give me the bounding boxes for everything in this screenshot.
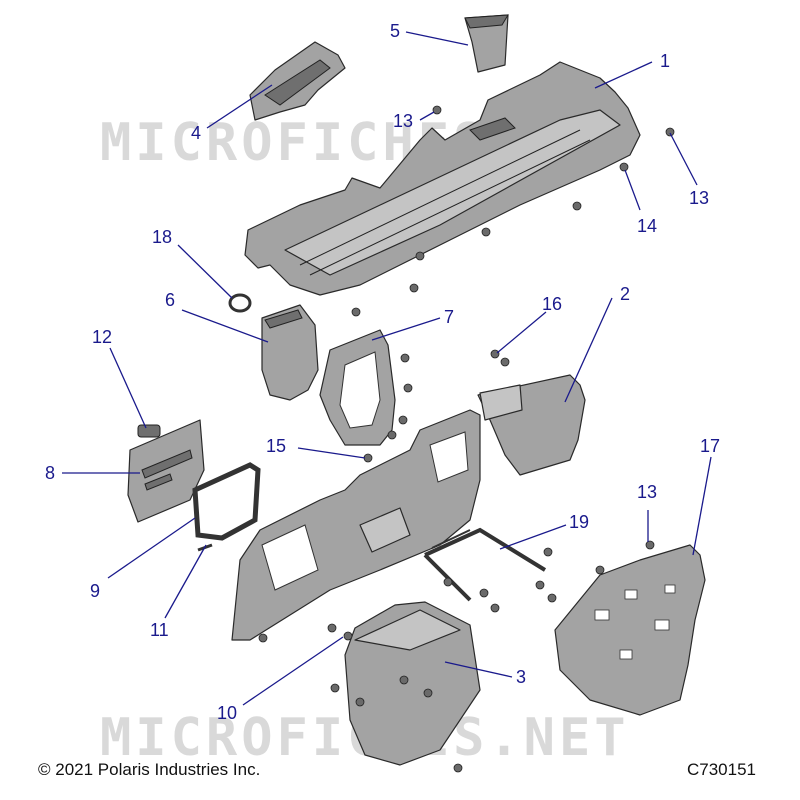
part-4-vent-housing xyxy=(249,41,346,121)
callout-1: 1 xyxy=(660,51,670,71)
callout-15: 15 xyxy=(266,436,286,456)
part-6-duct xyxy=(261,304,319,401)
part-5-storage-bin xyxy=(464,14,509,73)
part-7-frame-bracket xyxy=(319,329,396,446)
part-2-side-panel xyxy=(477,374,586,476)
callout-13-upper: 13 xyxy=(393,111,413,131)
callout-14: 14 xyxy=(637,216,657,236)
callout-2: 2 xyxy=(620,284,630,304)
part-1-upper-dash-panel xyxy=(244,61,641,296)
callout-13-right: 13 xyxy=(689,188,709,208)
main-dash-structure xyxy=(231,409,481,641)
leader-lines xyxy=(62,31,712,706)
callout-4: 4 xyxy=(191,123,201,143)
part-9-gasket xyxy=(192,462,261,541)
callout-5: 5 xyxy=(390,21,400,41)
callout-3: 3 xyxy=(516,667,526,687)
callout-12: 12 xyxy=(92,327,112,347)
fasteners xyxy=(258,105,675,773)
part-18-seal-ring xyxy=(228,293,252,313)
callout-9: 9 xyxy=(90,581,100,601)
part-17-floor-panel xyxy=(554,544,706,716)
part-3-lower-cover xyxy=(344,601,481,766)
callouts: 1 2 3 4 5 6 7 8 9 10 11 12 13 13 13 14 1… xyxy=(45,21,720,723)
callout-17: 17 xyxy=(700,436,720,456)
callout-13-lower: 13 xyxy=(637,482,657,502)
callout-8: 8 xyxy=(45,463,55,483)
drawing-number: C730151 xyxy=(686,760,756,779)
callout-11: 11 xyxy=(150,620,169,640)
callout-18: 18 xyxy=(152,227,172,247)
part-8-glovebox-door xyxy=(127,419,205,523)
copyright-text: © 2021 Polaris Industries Inc. xyxy=(38,760,261,779)
callout-6: 6 xyxy=(165,290,175,310)
part-19-bracket xyxy=(423,527,547,602)
callout-16: 16 xyxy=(542,294,562,314)
part-12-clip xyxy=(137,424,161,438)
callout-7: 7 xyxy=(444,307,454,327)
callout-19: 19 xyxy=(569,512,589,532)
callout-10: 10 xyxy=(217,703,237,723)
